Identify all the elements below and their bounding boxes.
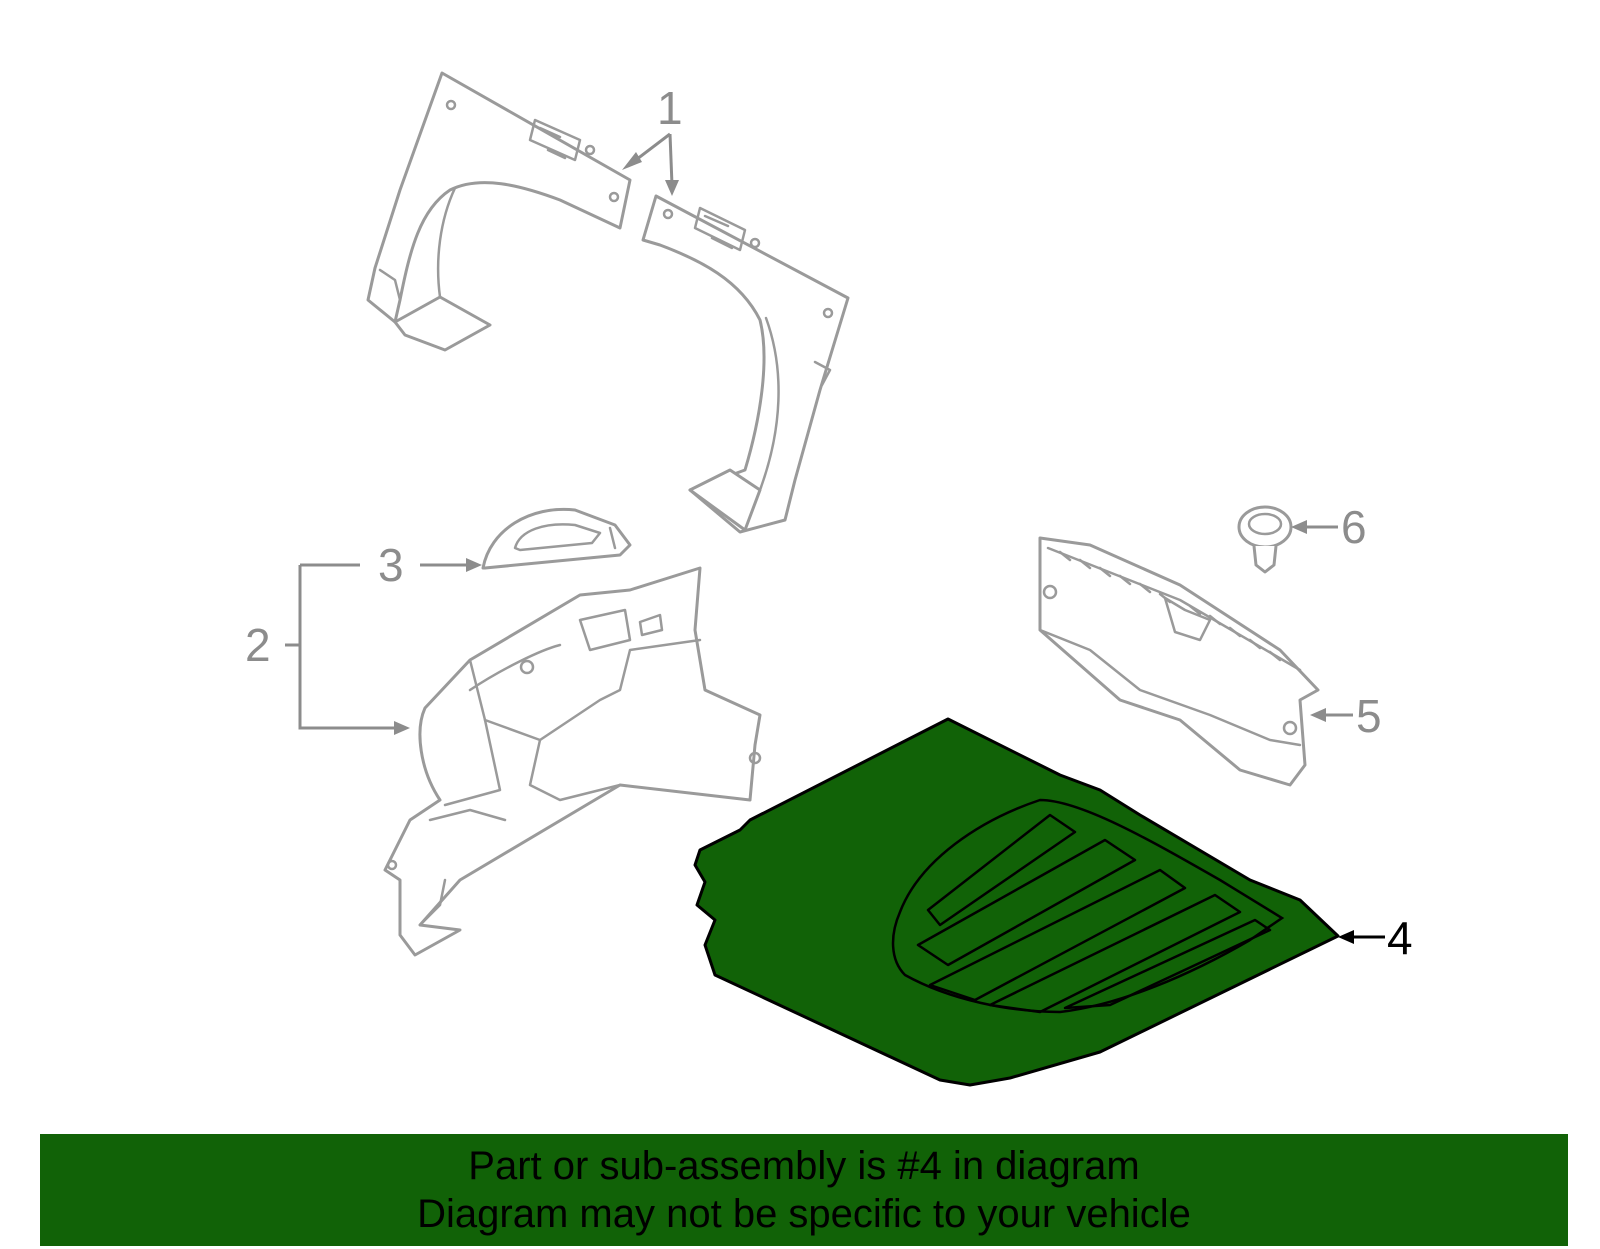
callout-5: 5 xyxy=(1356,690,1382,742)
leader-1 xyxy=(622,132,679,196)
callout-1: 1 xyxy=(657,82,683,134)
info-banner: Part or sub-assembly is #4 in diagram Di… xyxy=(40,1134,1568,1246)
leader-5 xyxy=(1310,708,1353,722)
callout-6: 6 xyxy=(1341,501,1367,553)
callout-2: 2 xyxy=(245,619,271,671)
leader-2 xyxy=(285,563,410,735)
part-2-trunk-side-trim[interactable] xyxy=(383,566,762,957)
part-1-right-trim-panel[interactable] xyxy=(641,194,850,534)
leader-6 xyxy=(1291,520,1338,534)
callout-3: 3 xyxy=(378,539,404,591)
callout-4[interactable]: 4 xyxy=(1387,912,1413,964)
banner-line-2: Diagram may not be specific to your vehi… xyxy=(417,1192,1191,1236)
leader-3 xyxy=(420,558,482,572)
part-3-cover[interactable] xyxy=(481,507,632,570)
part-4-load-floor[interactable] xyxy=(693,717,1340,1087)
banner-line-1: Part or sub-assembly is #4 in diagram xyxy=(468,1144,1140,1188)
part-6-clip[interactable] xyxy=(1237,505,1293,574)
part-5-rear-trim-panel[interactable] xyxy=(1038,536,1320,787)
leader-4[interactable] xyxy=(1338,930,1385,944)
part-1-left-trim-panel[interactable] xyxy=(366,71,632,352)
